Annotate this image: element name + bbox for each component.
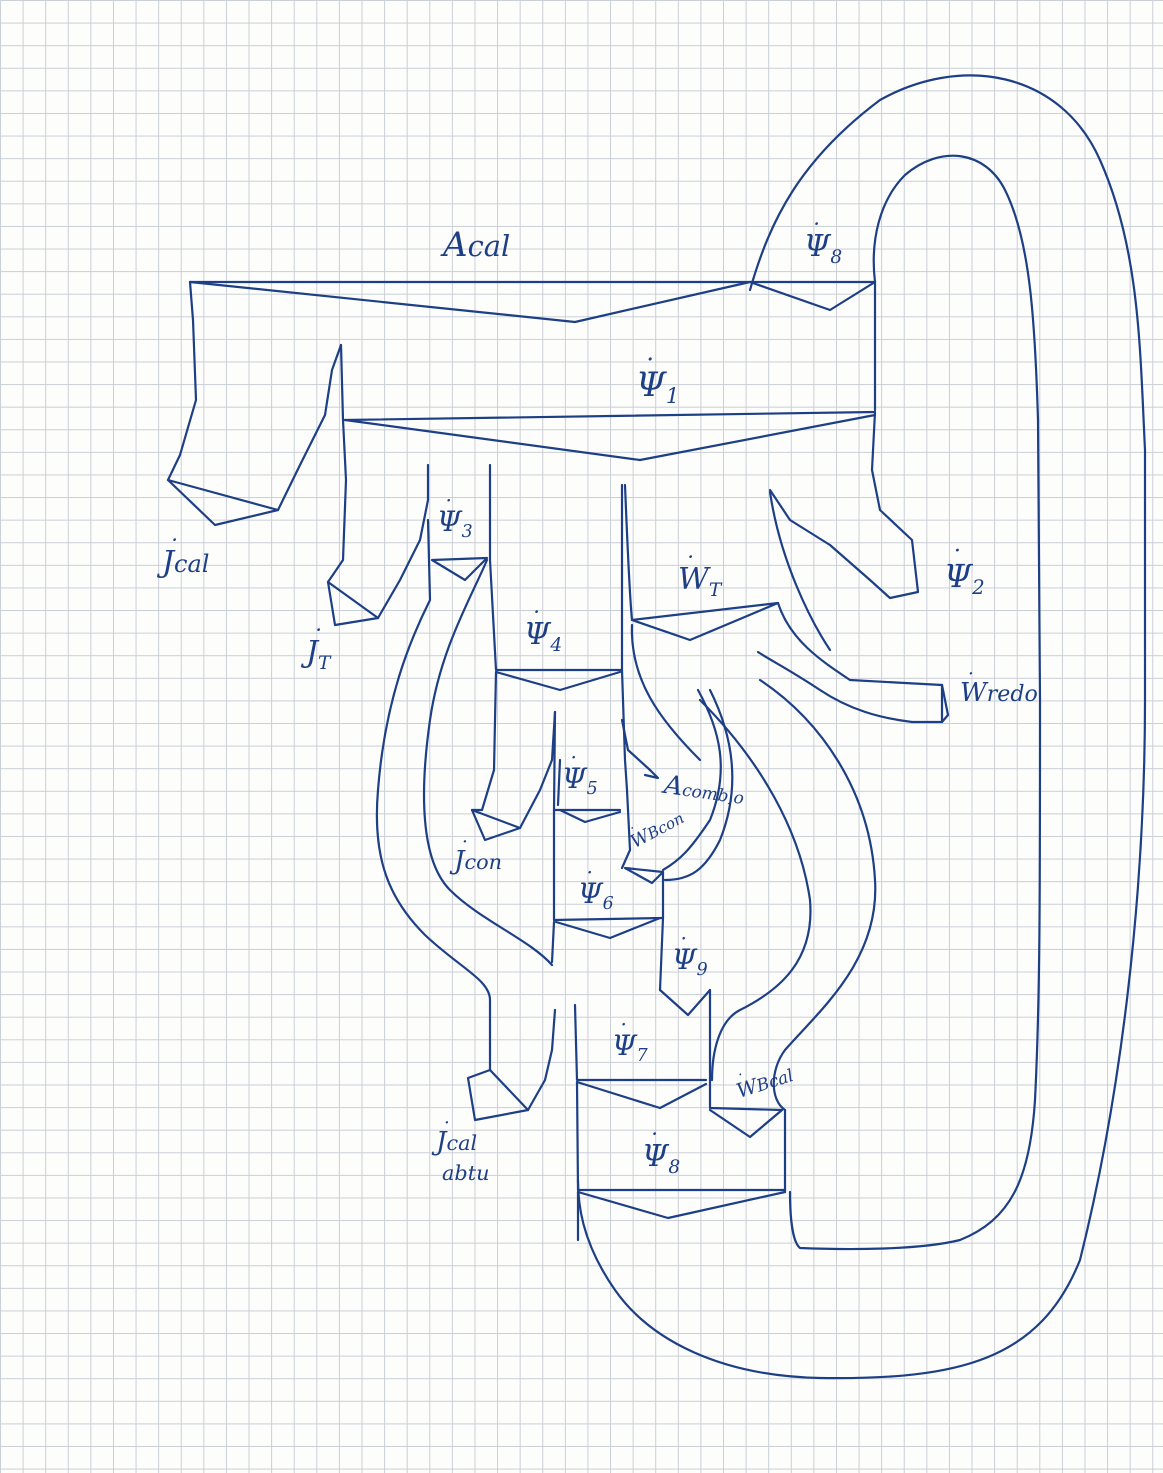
- flow-wt: [623, 483, 950, 762]
- label-psi9-base: Ψ: [672, 943, 697, 976]
- label-a-cal-sub: cal: [467, 229, 511, 263]
- label-psi4: Ψ˙4: [524, 607, 563, 656]
- label-psi1-base: Ψ: [636, 365, 666, 405]
- label-j-cal-abtu-extra: abtu: [442, 1160, 490, 1185]
- label-psi1-sub: 1: [665, 383, 680, 409]
- label-w-redo-sub: redo: [986, 681, 1038, 707]
- label-j-t-sub: T: [318, 652, 331, 674]
- label-psi3-base: Ψ: [437, 505, 462, 538]
- label-psi8-top: Ψ˙8: [804, 219, 843, 268]
- label-a-cal: Acal: [443, 228, 510, 262]
- label-psi7-sub: 7: [636, 1046, 648, 1067]
- label-psi3-sub: 3: [461, 522, 473, 543]
- label-j-cal-abtu-base: J: [436, 1127, 447, 1157]
- label-psi2-base: Ψ: [944, 557, 973, 595]
- flow-psi3: [375, 518, 554, 1072]
- label-psi4-sub: 4: [550, 634, 563, 656]
- label-psi7: Ψ˙7: [612, 1019, 648, 1067]
- label-j-con-sub: con: [464, 850, 502, 874]
- label-j-cal-base: J: [162, 545, 175, 580]
- label-psi7-base: Ψ: [612, 1029, 637, 1062]
- label-psi8-bottom-base: Ψ: [642, 1139, 669, 1174]
- label-psi5-base: Ψ: [562, 762, 587, 795]
- label-w-t: W˙T: [678, 552, 722, 601]
- label-j-cal-abtu: J˙cal abtu: [436, 1117, 490, 1185]
- label-j-t-base: J: [306, 635, 319, 670]
- label-psi8-bottom: Ψ˙8: [642, 1129, 681, 1178]
- flow-outer-loops: [698, 154, 1042, 1251]
- label-j-cal-sub: cal: [174, 550, 210, 578]
- label-psi9-sub: 9: [696, 960, 708, 981]
- label-j-t: J˙T: [306, 625, 331, 674]
- label-psi8-top-base: Ψ: [804, 229, 831, 264]
- label-psi5: Ψ˙5: [562, 752, 598, 800]
- flow-psi1-band: [326, 343, 920, 627]
- label-psi6-base: Ψ: [578, 877, 603, 910]
- label-psi8-bottom-sub: 8: [668, 1156, 681, 1178]
- label-psi2: Ψ˙2: [944, 545, 985, 599]
- label-psi2-sub: 2: [972, 575, 985, 599]
- flow-psi4: [470, 463, 632, 870]
- label-j-cal: J˙cal: [162, 535, 210, 580]
- label-psi3: Ψ˙3: [437, 495, 473, 543]
- flow-psi8-top: [576, 74, 1147, 1380]
- label-psi1: Ψ˙1: [636, 353, 680, 409]
- label-psi6-sub: 6: [602, 894, 614, 915]
- label-w-t-sub: T: [708, 579, 722, 601]
- flow-psi5-psi6: [550, 710, 665, 992]
- flow-top-band: [166, 280, 877, 527]
- label-j-cal-abtu-sub: cal: [446, 1131, 478, 1155]
- label-psi4-base: Ψ: [524, 617, 551, 652]
- label-psi9: Ψ˙9: [672, 933, 708, 981]
- label-w-t-base: W: [678, 562, 709, 597]
- label-j-con-base: J: [454, 846, 465, 876]
- label-a-cal-base: A: [443, 225, 468, 265]
- label-w-redo: W˙redo: [960, 668, 1038, 708]
- flow-lower: [466, 988, 787, 1242]
- label-w-redo-base: W: [960, 678, 987, 708]
- label-psi8-top-sub: 8: [830, 246, 843, 268]
- label-j-con: J˙con: [454, 836, 502, 876]
- label-psi6: Ψ˙6: [578, 867, 614, 915]
- label-psi5-sub: 5: [586, 779, 598, 800]
